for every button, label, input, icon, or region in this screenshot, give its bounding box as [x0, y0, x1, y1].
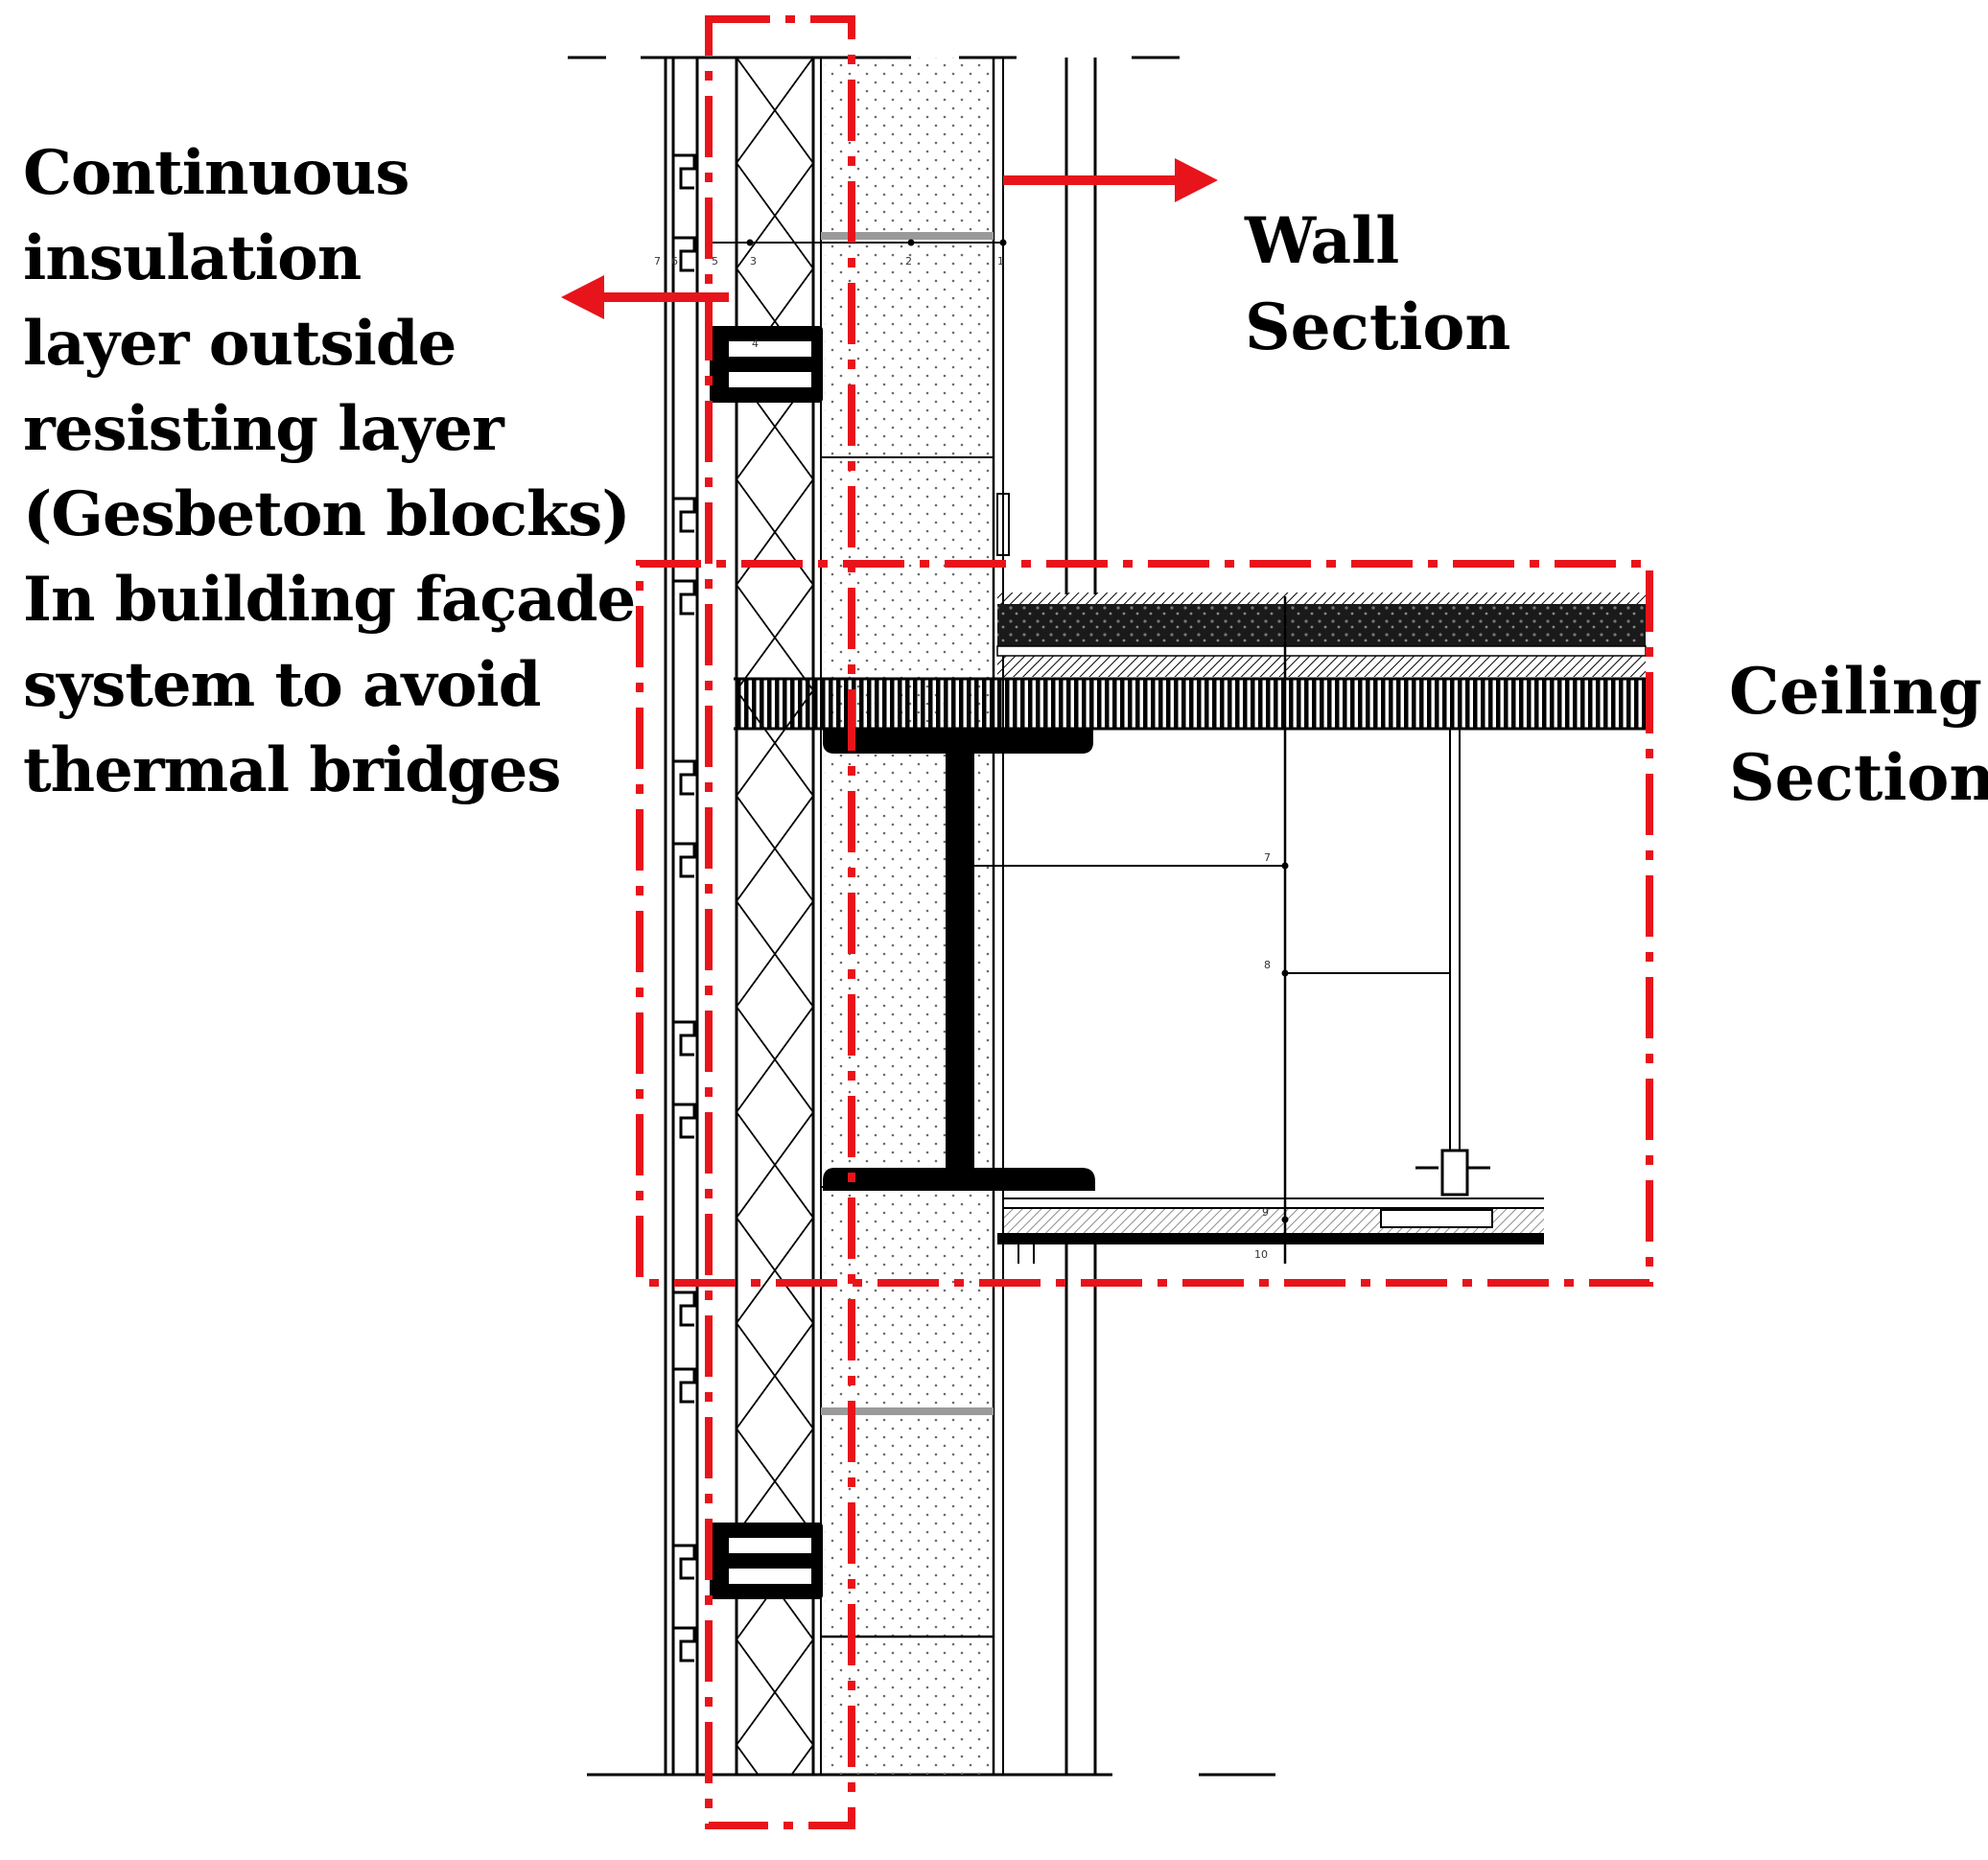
insulation-annotation-line: insulation: [23, 222, 362, 294]
ceiling-section-label: Ceiling Section: [1729, 648, 1988, 821]
insulation-annotation-line: (Gesbeton blocks): [23, 478, 631, 550]
wall-section-label: Wall Section: [1245, 198, 1510, 370]
insulation-annotation-line: system to avoid: [23, 649, 541, 721]
cladding-clips: [673, 153, 696, 1662]
anchor-bracket-lower: [710, 1523, 823, 1599]
interior-finish: [1064, 58, 1097, 1775]
insulation-annotation: Continuous insulation layer outside resi…: [23, 130, 636, 813]
tag-ceiling-10: 10: [1254, 1248, 1268, 1261]
tag-wall-1: 1: [997, 255, 1004, 267]
wall-section-frame: [705, 15, 855, 1829]
leader-dots: [746, 239, 1289, 1223]
ceiling-section-label-line: Section: [1729, 740, 1988, 815]
wall-section-arrow: [1003, 158, 1218, 202]
ceiling-section-frame: [636, 560, 1653, 1287]
steel-i-beam: [823, 729, 1095, 1191]
tag-wall-2: 2: [905, 255, 912, 267]
detail-tags: 7 6 5 3 2 1 4 7 8 9 10: [654, 255, 1271, 1261]
facade-cladding: [664, 58, 699, 1775]
wall-section-label-line: Section: [1245, 290, 1511, 364]
insulation-layer: [735, 58, 822, 1775]
tag-wall-5: 5: [712, 255, 718, 267]
tag-ceiling-7: 7: [1264, 851, 1271, 864]
anchor-bracket-upper: [710, 326, 823, 403]
insulation-annotation-line: resisting layer: [23, 393, 504, 465]
wall-section-label-line: Wall: [1245, 203, 1400, 278]
insulation-annotation-line: In building façade: [23, 564, 636, 636]
tag-ceiling-9: 9: [1262, 1206, 1269, 1219]
tag-bracket-4: 4: [752, 337, 759, 350]
insulation-annotation-line: thermal bridges: [23, 734, 561, 806]
insulation-annotation-line: layer outside: [23, 308, 456, 380]
tag-wall-3: 3: [750, 255, 757, 267]
tag-wall-6: 6: [671, 255, 678, 267]
ceiling-section-label-line: Ceiling: [1729, 654, 1982, 729]
insulation-arrow: [561, 275, 729, 319]
tag-wall-7: 7: [654, 255, 661, 267]
insulation-annotation-line: Continuous: [23, 137, 409, 209]
tag-ceiling-8: 8: [1264, 959, 1271, 971]
suspended-ceiling: [974, 596, 1544, 1264]
ceiling-slab: [734, 593, 1647, 731]
highlight-frames: [636, 15, 1653, 1829]
